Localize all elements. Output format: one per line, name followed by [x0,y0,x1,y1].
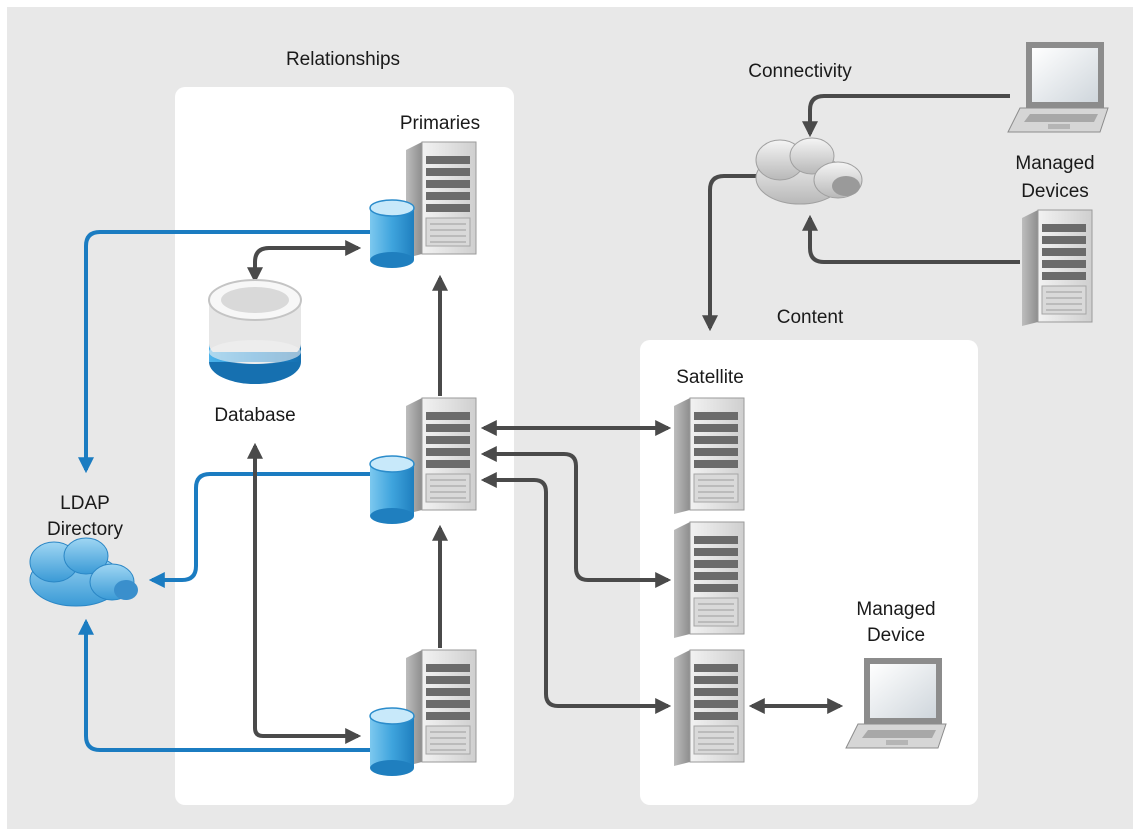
managed-device-label-line1: Managed [856,599,936,620]
managed-device-label-line2: Device [866,625,926,646]
managed-devices-label-line1: Managed [1015,153,1095,174]
ldap-line-top [78,230,370,474]
relationships-label: Relationships [285,49,401,70]
content-label: Content [776,307,844,328]
database-icon [208,279,302,384]
database-label: Database [214,405,296,426]
link-primary-satellite-3 [480,472,672,714]
server-icon [405,141,477,259]
ldap-label-line1: LDAP [60,493,110,514]
server-icon [673,521,745,639]
link-server-to-cloud [802,214,1020,264]
server-icon [405,397,477,515]
db-cylinder-icon [369,199,415,269]
server-icon [673,649,745,767]
ldap-label-line2: Directory [46,519,123,540]
cloud-icon [29,537,138,607]
link-cloud-to-content [702,174,756,332]
satellite-label: Satellite [676,367,744,388]
cloud-icon [755,137,863,205]
connectivity-label: Connectivity [748,61,852,82]
ldap-line-middle [148,472,370,588]
link-database-primary-top [247,240,362,284]
link-database-primary-bottom [247,442,362,744]
server-icon [1021,209,1093,327]
managed-devices-label-line2: Devices [1021,181,1089,202]
ldap-line-bottom [78,618,370,752]
primaries-label: Primaries [399,113,481,134]
db-cylinder-icon [369,455,415,525]
db-cylinder-icon [369,707,415,777]
server-icon [405,649,477,767]
link-laptop-to-cloud [802,94,1010,138]
server-icon [673,397,745,515]
